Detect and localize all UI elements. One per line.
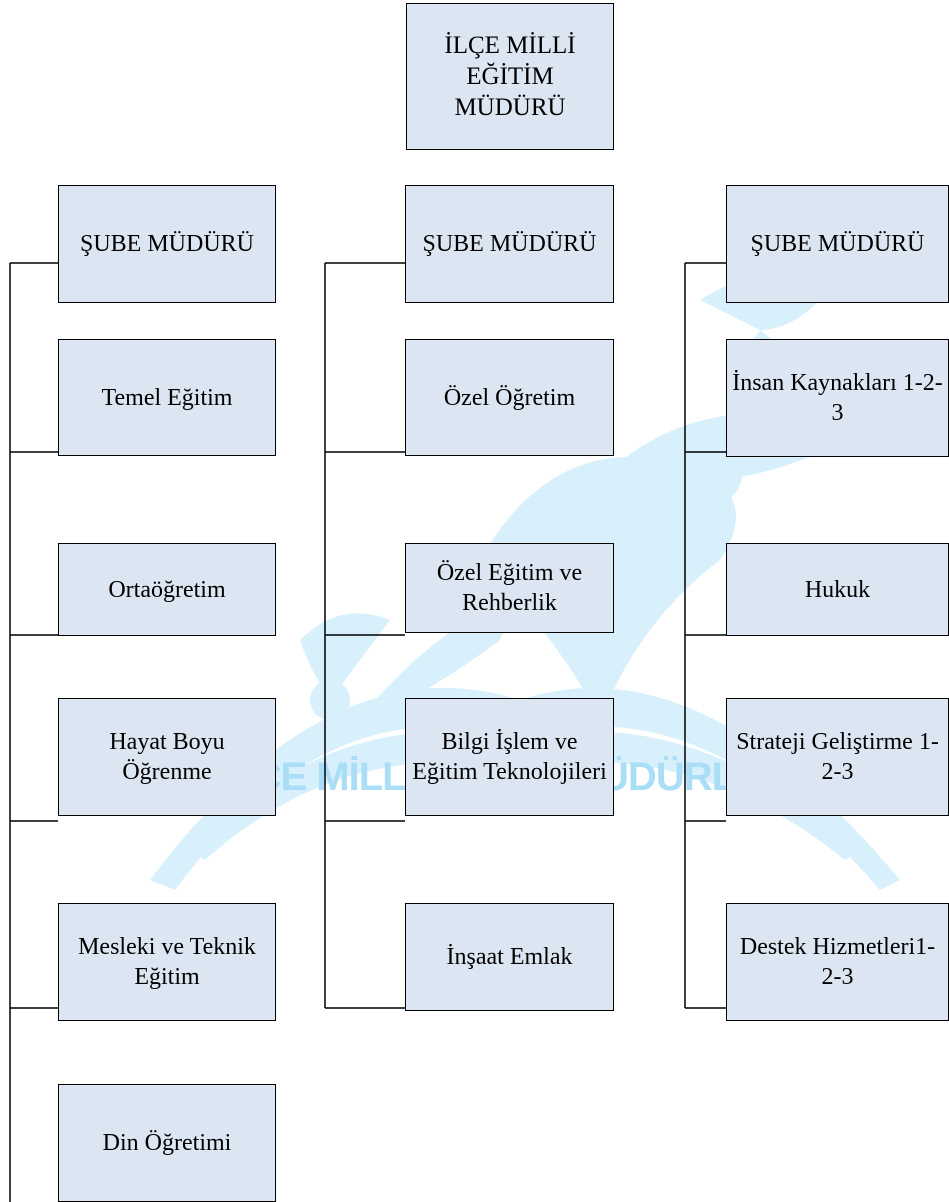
director-box: İLÇE MİLLİ EĞİTİM MÜDÜRÜ [406, 3, 614, 150]
branch-3-head: ŞUBE MÜDÜRÜ [726, 185, 949, 303]
branch-2-unit-1: Özel Öğretim [405, 339, 614, 456]
branch-2-unit-4: İnşaat Emlak [405, 903, 614, 1011]
branch-3-unit-3: Strateji Geliştirme 1-2-3 [726, 698, 949, 816]
branch-2-unit-3: Bilgi İşlem ve Eğitim Teknolojileri [405, 698, 614, 816]
branch-1-unit-1: Temel Eğitim [58, 339, 276, 456]
branch-2-head: ŞUBE MÜDÜRÜ [405, 185, 614, 303]
branch-1-head: ŞUBE MÜDÜRÜ [58, 185, 276, 303]
branch-3-unit-2: Hukuk [726, 543, 949, 636]
director-label: İLÇE MİLLİ EĞİTİM MÜDÜRÜ [444, 32, 576, 121]
branch-1-unit-2: Ortaöğretim [58, 543, 276, 636]
branch-1-unit-5: Din Öğretimi [58, 1084, 276, 1202]
branch-1-unit-4: Mesleki ve Teknik Eğitim [58, 903, 276, 1021]
branch-2-unit-2: Özel Eğitim ve Rehberlik [405, 543, 614, 633]
branch-3-unit-4: Destek Hizmetleri1-2-3 [726, 903, 949, 1021]
branch-3-unit-1: İnsan Kaynakları 1-2-3 [726, 339, 949, 457]
branch-1-unit-3: Hayat Boyu Öğrenme [58, 698, 276, 816]
